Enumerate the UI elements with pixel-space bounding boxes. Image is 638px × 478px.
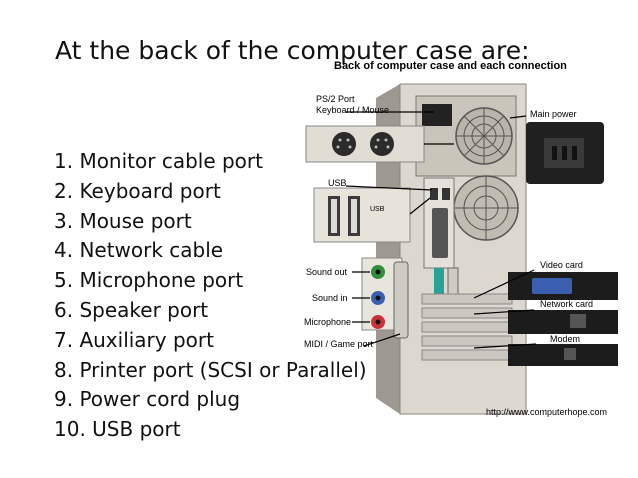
case-fan-grille	[454, 176, 518, 240]
network-card-zoom	[508, 310, 618, 334]
ps2-port-keyboard	[332, 132, 356, 156]
ps2-port-mouse	[370, 132, 394, 156]
ps2-pins	[336, 138, 390, 149]
list-item: 3. Mouse port	[54, 208, 192, 233]
label-keyboard-mouse: Keyboard / Mouse	[316, 105, 390, 115]
modem-zoom	[508, 344, 618, 366]
power-socket	[422, 104, 452, 126]
network-port	[570, 314, 586, 328]
video-port	[532, 278, 572, 294]
midi-game-port	[393, 261, 409, 339]
label-network-card: Network card	[540, 299, 594, 309]
list-item: 8. Printer port (SCSI or Parallel)	[54, 357, 367, 382]
computer-case-illustration	[305, 83, 618, 415]
expansion-slots	[421, 293, 513, 361]
figure-caption: Back of computer case and each connectio…	[334, 60, 567, 72]
label-sound-out: Sound out	[306, 267, 348, 277]
label-usb: USB	[328, 178, 347, 188]
psu-fan-grille	[456, 108, 512, 164]
slide-title: At the back of the computer case are:	[55, 36, 530, 65]
list-item: 7. Auxiliary port	[54, 327, 214, 352]
label-video-card: Video card	[540, 260, 583, 270]
label-microphone: Microphone	[304, 317, 352, 327]
figure-credit: http://www.computerhope.com	[486, 407, 608, 417]
label-main-power: Main power	[530, 109, 577, 119]
label-modem: Modem	[550, 334, 581, 344]
list-item: 9. Power cord plug	[54, 387, 241, 412]
list-item: 2. Keyboard port	[54, 178, 221, 203]
label-sound-in: Sound in	[312, 293, 348, 303]
label-ps2-port: PS/2 Port	[316, 94, 355, 104]
list-item: 10. USB port	[54, 417, 181, 442]
pointer-lines	[345, 111, 537, 349]
list-item: 4. Network cable	[54, 238, 224, 263]
port-list: 1. Monitor cable port 2. Keyboard port 3…	[54, 147, 367, 445]
ps2-zoom-panel	[305, 125, 425, 163]
computer-back-figure: Back of computer case and each connectio…	[304, 58, 624, 426]
list-item: 6. Speaker port	[54, 297, 209, 322]
list-item: 5. Microphone port	[54, 268, 244, 293]
label-usb-small: USB	[370, 206, 385, 213]
modem-port	[564, 348, 576, 360]
label-midi-game-port: MIDI / Game port	[304, 339, 374, 349]
list-item: 1. Monitor cable port	[54, 149, 263, 173]
